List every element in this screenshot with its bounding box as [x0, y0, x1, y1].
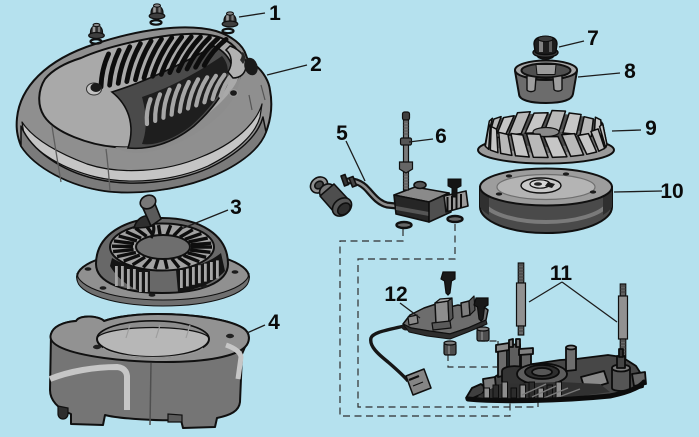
- svg-text:12: 12: [384, 283, 407, 306]
- svg-text:10: 10: [660, 180, 683, 203]
- svg-text:11: 11: [550, 262, 573, 285]
- svg-text:2: 2: [310, 53, 322, 76]
- svg-text:6: 6: [435, 125, 447, 148]
- svg-text:9: 9: [645, 117, 657, 140]
- svg-text:7: 7: [587, 27, 599, 50]
- svg-text:5: 5: [336, 122, 348, 145]
- svg-text:1: 1: [269, 2, 281, 25]
- svg-text:3: 3: [230, 196, 242, 219]
- svg-text:8: 8: [624, 60, 636, 83]
- svg-text:4: 4: [268, 311, 280, 334]
